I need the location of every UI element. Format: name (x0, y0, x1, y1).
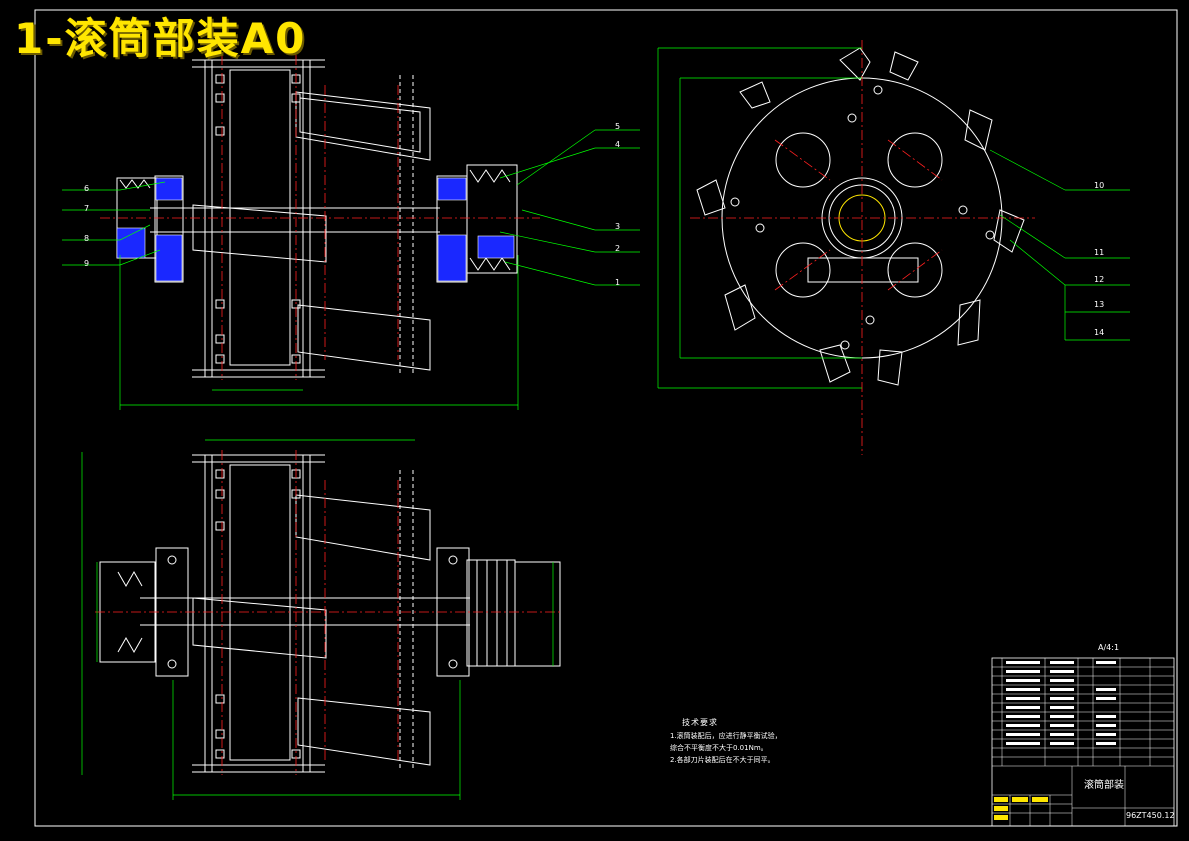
front-section-view (116, 59, 518, 378)
centerlines-top (95, 450, 560, 775)
bearing-blocks (116, 177, 515, 282)
callout-label: 9 (84, 259, 90, 268)
callout-label: 1 (615, 278, 621, 287)
drawing-frame (34, 9, 1178, 827)
callout-label: 11 (1094, 248, 1105, 257)
callout-label: 3 (615, 222, 621, 231)
callout-label: 4 (615, 140, 621, 149)
side-view (696, 47, 1025, 386)
callout-label: 12 (1094, 275, 1105, 284)
top-view (99, 454, 561, 773)
dimensions-top (81, 439, 554, 800)
callout-label: 13 (1094, 300, 1105, 309)
dimensions-side (657, 47, 1130, 389)
title-block-name: 滚筒部装 (1084, 780, 1124, 791)
callout-label: 2 (615, 244, 621, 253)
callout-label: 5 (615, 122, 621, 131)
callout-label: 7 (84, 204, 90, 213)
title-block-drawing-number: 96ZT450.12 (1126, 811, 1175, 820)
technical-requirements-heading: 技术要求 (682, 718, 718, 727)
scale-note: A/4:1 (1098, 643, 1120, 652)
title-block (991, 657, 1175, 827)
dimensions-front (62, 129, 640, 410)
technical-requirement-line: 综合不平衡度不大于0.01Nm。 (670, 744, 768, 752)
centerlines-side (690, 40, 1035, 455)
callout-label: 8 (84, 234, 90, 243)
technical-requirements: 技术要求 1.滚筒装配后，应进行静平衡试验， 综合不平衡度不大于0.01Nm。 … (670, 717, 782, 766)
callout-label: 14 (1094, 328, 1105, 337)
callout-label: 10 (1094, 181, 1105, 190)
drawing-title: 1-滚筒部装A0 (14, 14, 307, 63)
technical-requirement-line: 2.各部刀片装配后在不大于同平。 (670, 756, 775, 764)
technical-requirement-line: 1.滚筒装配后，应进行静平衡试验， (670, 732, 782, 740)
callout-label: 6 (84, 184, 90, 193)
centerlines-front (100, 55, 540, 380)
